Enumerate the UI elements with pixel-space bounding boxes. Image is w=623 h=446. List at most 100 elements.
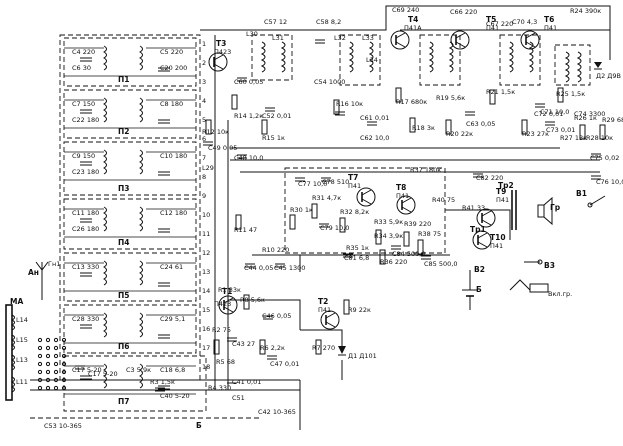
pin-number: 18 xyxy=(202,363,210,371)
label-r24: R24 390к xyxy=(570,7,601,15)
capacitor-10 xyxy=(295,177,305,182)
if-coil-1 xyxy=(280,41,286,73)
switch-b3-contact xyxy=(537,259,543,265)
switch-contact xyxy=(53,385,59,391)
ma-coil-2 xyxy=(10,354,15,371)
capacitor-19 xyxy=(237,154,247,159)
pin-number: 12 xyxy=(202,249,210,257)
lower-section xyxy=(5,35,450,430)
label-an: Ан xyxy=(28,268,39,277)
label-t4: T4 xyxy=(408,15,418,24)
pin-number: 1 xyxy=(202,40,206,48)
switch-contact xyxy=(61,361,67,367)
block-cap-label: C23 180 xyxy=(72,168,99,176)
capacitor-0 xyxy=(237,77,247,82)
label-c71: C71 10,0 xyxy=(540,108,569,116)
label-c66: C66 220 xyxy=(450,8,477,16)
switch-b1-contact xyxy=(587,202,593,208)
resistor-4 xyxy=(409,117,416,133)
label-t3: T3 xyxy=(216,39,226,48)
label-c47: C47 0,01 xyxy=(270,360,299,368)
block-cap-label: C13 330 xyxy=(72,263,99,271)
label-r5: R5 68 xyxy=(216,358,235,366)
capacitor-12 xyxy=(319,223,329,228)
resistor-6 xyxy=(489,89,496,105)
switch-contact xyxy=(37,377,43,383)
block-coil-b xyxy=(139,206,143,232)
label-c60: C60 0,05 xyxy=(234,78,263,86)
label-l29: L29 xyxy=(202,164,214,172)
resistor-7 xyxy=(521,119,528,135)
label-c42: C42 10-365 xyxy=(258,408,296,416)
block-cap-label: C10 180 xyxy=(160,152,187,160)
speaker-body xyxy=(537,204,545,218)
block-label-p6: П6 xyxy=(118,342,130,351)
resistor-19 xyxy=(315,339,322,355)
label-r12: R12 10к xyxy=(202,128,229,136)
transistor-group xyxy=(208,30,540,330)
label-r16: R16 10к xyxy=(336,100,363,108)
capacitor-23 xyxy=(267,355,277,360)
label-c54: C54 1000 xyxy=(314,78,345,86)
switch-contact xyxy=(53,353,59,359)
block-coil-a xyxy=(103,97,107,123)
label-r26: R26 1к xyxy=(574,114,597,122)
label-tr1: Тр1 xyxy=(470,225,486,234)
label-r17: R17 680к xyxy=(396,98,427,106)
label-ma: МА xyxy=(10,297,23,306)
label-r38: R38 75 xyxy=(418,230,441,238)
resistor-23 xyxy=(289,214,296,230)
label-c41: C41 0,01 xyxy=(232,378,261,386)
resistor-9 xyxy=(579,124,586,140)
t1-emitter-wire xyxy=(228,299,301,330)
capacitor-18 xyxy=(275,263,285,268)
transistor-body xyxy=(396,195,416,215)
block-cap-label: C9 150 xyxy=(72,152,95,160)
switch-contact xyxy=(45,369,51,375)
diode-d2 xyxy=(594,62,602,70)
antenna-icon xyxy=(35,261,49,300)
block-coil-b xyxy=(139,97,143,123)
label-r8: R8 5,6к xyxy=(240,296,265,304)
capacitor-7 xyxy=(545,121,555,126)
coil-group xyxy=(260,41,582,83)
label-r15: R15 1к xyxy=(262,134,285,142)
label-t2: T2 xyxy=(318,297,328,306)
label-r21: R21 1,5к xyxy=(486,88,515,96)
transistor-body xyxy=(520,30,540,50)
switch-contact xyxy=(45,377,51,383)
block-coil-a xyxy=(103,149,107,175)
resistor-22 xyxy=(205,119,212,135)
band-switch-contacts xyxy=(37,337,67,391)
switch-contact xyxy=(53,361,59,367)
output-transformer xyxy=(511,190,517,230)
label-c76: C76 10,0 xyxy=(596,178,623,186)
label-r18: R18 3к xyxy=(412,124,435,132)
if-can-l32 xyxy=(339,34,381,86)
block-coil-a xyxy=(103,363,107,389)
capacitor-6 xyxy=(535,103,545,108)
label-vkl-gr: Вкл.гр. xyxy=(548,290,572,298)
label-c3: C3 5,9к xyxy=(126,366,151,374)
pin-number: 8 xyxy=(202,173,206,181)
switch-contact xyxy=(45,353,51,359)
resistor-3 xyxy=(395,87,402,103)
capacitor-26 xyxy=(155,387,165,392)
switch-contact xyxy=(61,345,67,351)
switch-contact xyxy=(61,377,67,383)
t2-wire xyxy=(300,329,343,346)
block-cap-label: C6 30 xyxy=(72,64,91,72)
block-coil-b xyxy=(139,45,143,71)
switch-contact xyxy=(61,369,67,375)
label-r34: R34 3,9к xyxy=(374,232,403,240)
ma-coil-3 xyxy=(10,376,15,393)
label-v2: В2 xyxy=(474,265,485,274)
transistor-emitter xyxy=(361,198,372,205)
passive-components xyxy=(75,39,606,392)
switch-contact xyxy=(37,369,43,375)
pin-number: 13 xyxy=(202,268,210,276)
pin-number: 15 xyxy=(202,306,210,314)
transistor-body xyxy=(472,230,492,250)
label-r20: R20 22к xyxy=(446,130,473,138)
resistor-16 xyxy=(235,214,242,230)
